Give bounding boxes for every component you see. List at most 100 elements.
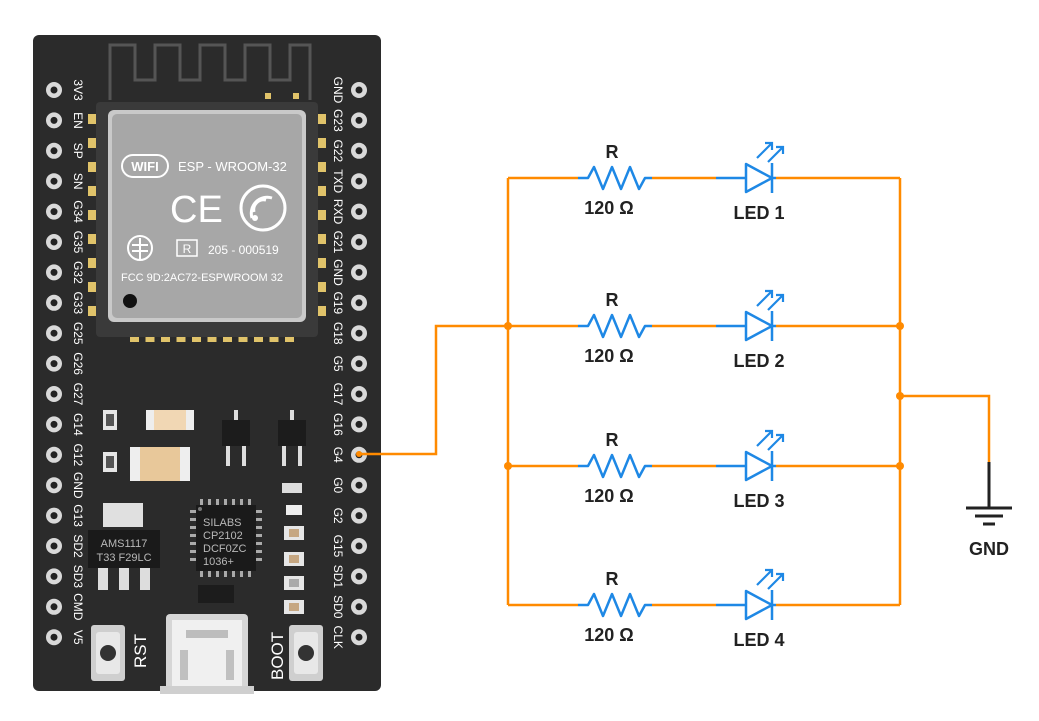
right-pin-label: TXD: [331, 169, 345, 193]
left-pin-label: SD2: [71, 534, 85, 558]
left-pin-label: G26: [71, 352, 85, 375]
right-pin: SD1: [331, 565, 367, 589]
led-label: LED 2: [733, 351, 784, 371]
led-symbol-icon: [716, 162, 776, 194]
right-pin-label: G17: [331, 383, 345, 406]
resistor-value: 120 Ω: [584, 198, 633, 218]
right-pin: G18: [331, 322, 367, 345]
left-pin-label: SD3: [71, 565, 85, 589]
resistor-label: R: [606, 142, 619, 162]
usb-chip-line2: CP2102: [203, 530, 243, 542]
left-pin: G12: [46, 443, 85, 466]
right-pin-label: CLK: [331, 626, 345, 649]
led-emission-arrows-icon: [756, 289, 785, 311]
wifi-logo-text: WIFI: [131, 159, 158, 174]
right-pin: G16: [331, 413, 367, 436]
ground-symbol-icon: [966, 462, 1012, 526]
right-pin: G19: [331, 291, 367, 314]
ams1117-regulator: AMS1117 T33 F29LC: [88, 503, 160, 590]
resistor-value: 120 Ω: [584, 625, 633, 645]
right-pin: GND: [331, 259, 367, 286]
pin1-dot: [123, 294, 137, 308]
led-label: LED 4: [733, 630, 784, 650]
right-pin-label: G15: [331, 535, 345, 558]
left-pin-label: G27: [71, 383, 85, 406]
usb-chip-line1: SILABS: [203, 517, 242, 529]
boot-button[interactable]: [289, 625, 323, 681]
left-pin: G13: [46, 504, 85, 527]
ground-label: GND: [969, 539, 1009, 559]
junction-dot: [504, 322, 512, 330]
left-pin-label: SP: [71, 143, 85, 159]
right-pin-label: G19: [331, 291, 345, 314]
left-pin-label: CMD: [71, 593, 85, 621]
wires: [359, 178, 991, 605]
junction-dot: [504, 462, 512, 470]
wifi-symbol-icon: [239, 184, 287, 232]
left-pin: SN: [46, 173, 85, 190]
right-pin: GND: [331, 77, 367, 104]
left-pin-label: G14: [71, 413, 85, 436]
left-pin-label: 3V3: [71, 79, 85, 101]
resistor-label: R: [606, 430, 619, 450]
junction-dot: [356, 451, 362, 457]
wire-g4-to-bus: [359, 324, 508, 456]
led-label: LED 3: [733, 491, 784, 511]
left-pin-label: G35: [71, 231, 85, 254]
usb-chip-line3: DCF0ZC: [203, 543, 246, 555]
module-name: ESP - WROOM-32: [178, 159, 287, 174]
left-pin-label: G25: [71, 322, 85, 345]
right-pin: G22: [331, 139, 367, 162]
led-emission-arrows-icon: [756, 141, 785, 163]
left-pin-label: V5: [71, 630, 85, 645]
right-pin: G17: [331, 383, 367, 406]
regulator-line2: T33 F29LC: [96, 552, 151, 564]
right-pin-label: RXD: [331, 199, 345, 225]
right-pin-label: SD1: [331, 565, 345, 589]
resistor-value: 120 Ω: [584, 346, 633, 366]
led-label: LED 1: [733, 203, 784, 223]
right-pin: G21: [331, 231, 367, 254]
led-emission-arrows-icon: [756, 568, 785, 590]
led-emission-arrows-icon: [756, 429, 785, 451]
right-pin: G0: [331, 477, 367, 494]
led-branch: R 120 Ω LED 1: [508, 141, 900, 223]
wifi-logo: WIFI: [121, 154, 169, 178]
junction-dot: [896, 322, 904, 330]
right-pin: CLK: [331, 626, 367, 649]
right-pin: RXD: [331, 199, 367, 225]
right-pin: TXD: [331, 169, 367, 194]
esp-wroom-module: WIFI ESP - WROOM-32 CE R 205 - 000519 FC…: [96, 102, 318, 337]
junction-dot: [896, 462, 904, 470]
right-pin-label: G4: [331, 447, 345, 463]
right-pin-label: G16: [331, 413, 345, 436]
right-pin-label: SD0: [331, 595, 345, 619]
right-pin-label: G23: [331, 109, 345, 132]
right-pin-label: GND: [331, 77, 345, 104]
left-pin: EN: [46, 112, 85, 129]
right-pin-label: G21: [331, 231, 345, 254]
left-pin-label: G34: [71, 200, 85, 223]
left-pin: 3V3: [46, 79, 85, 101]
left-pin: G14: [46, 413, 85, 436]
right-pin: G15: [331, 535, 367, 558]
right-pin: G2: [331, 508, 367, 524]
right-pin: SD0: [331, 595, 367, 619]
regulator-line1: AMS1117: [101, 538, 148, 550]
esp32-board: WIFI ESP - WROOM-32 CE R 205 - 000519 FC…: [33, 35, 381, 694]
cert-code: 205 - 000519: [208, 243, 279, 257]
ce-mark: CE: [170, 189, 223, 231]
led-symbol-icon: [716, 310, 776, 342]
resistor-symbol: [578, 313, 652, 339]
left-pin-label: G13: [71, 504, 85, 527]
fcc-id: FCC 9D:2AC72-ESPWROOM 32: [121, 272, 283, 284]
rst-button[interactable]: [91, 625, 125, 681]
left-header-pins: 3V3ENSPSNG34G35G32G33G25G26G27G14G12GNDG…: [46, 79, 85, 646]
right-pin: G23: [331, 109, 367, 132]
led-symbol-icon: [716, 450, 776, 482]
micro-usb-connector[interactable]: [160, 614, 254, 694]
cert-r: R: [183, 242, 192, 256]
